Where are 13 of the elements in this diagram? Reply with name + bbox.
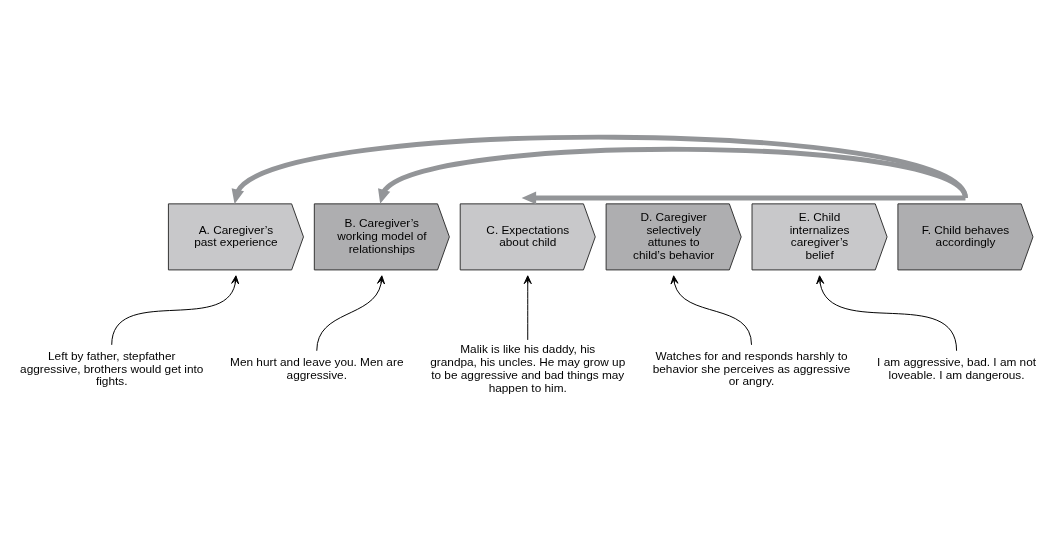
node-text: Malik is like his daddy, his grandpa, his uncles. He may grow up to be aggressive and bad things may happen to him. bbox=[430, 342, 626, 395]
node-text: Watches for and responds harshly to behavior she perceives as aggressive or angry. bbox=[652, 348, 851, 389]
arrow bbox=[816, 275, 958, 352]
node-text: I am aggressive, bad. I am not loveable. I am dangerous. bbox=[877, 355, 1037, 382]
arrow bbox=[521, 191, 966, 205]
arrow bbox=[111, 275, 240, 346]
arrow bbox=[523, 275, 532, 341]
arrow bbox=[231, 134, 968, 204]
arrow bbox=[316, 275, 386, 352]
arrow bbox=[670, 275, 753, 346]
arrow bbox=[378, 146, 968, 204]
node-text: Left by father, stepfather aggressive, brothers would get into fights. bbox=[20, 348, 204, 389]
node-text: Men hurt and leave you. Men are aggressive. bbox=[230, 355, 404, 382]
